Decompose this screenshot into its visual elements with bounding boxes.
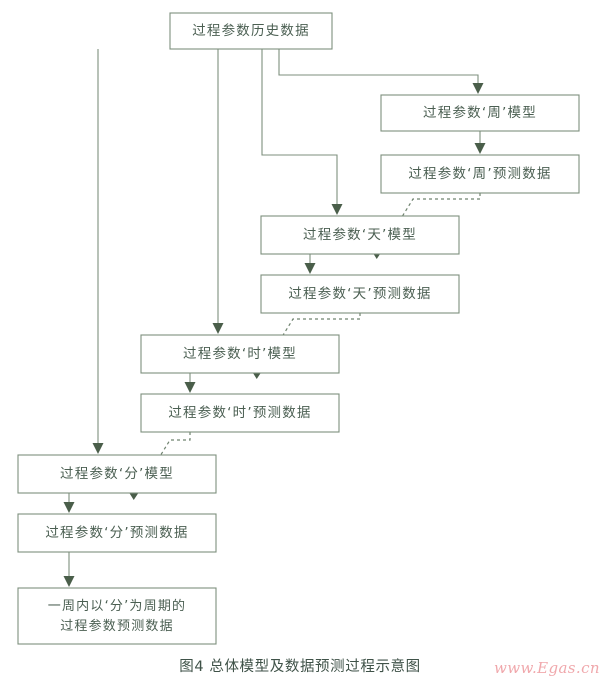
node-history-data-box[interactable] <box>169 12 333 50</box>
connector-week-prediction-to-day-model <box>383 193 481 247</box>
node-hour-prediction-box[interactable] <box>140 393 340 433</box>
node-hour-model[interactable]: 过程参数‘时’模型 <box>140 334 340 374</box>
node-week-model-box[interactable] <box>380 94 580 132</box>
node-minute-prediction[interactable]: 过程参数‘分’预测数据 <box>17 513 217 553</box>
node-day-prediction[interactable]: 过程参数‘天’预测数据 <box>260 274 460 314</box>
site-watermark: www.Egas.cn <box>494 659 600 677</box>
node-hour-prediction-label: 过程参数‘时’预测数据 <box>168 404 311 421</box>
connector-day-prediction-to-hour-model <box>263 313 361 367</box>
arrow-into-minute-model-icon <box>92 443 104 454</box>
node-week-model-label: 过程参数‘周’模型 <box>423 104 537 121</box>
arrow-into-hour-model-icon <box>212 323 224 334</box>
node-final-output-box[interactable] <box>17 587 217 645</box>
connector-history-to-day-model <box>261 49 338 211</box>
arrow-into-week-prediction-icon <box>474 143 486 154</box>
arrow-into-week-model-icon <box>472 83 484 94</box>
arrow-into-day-prediction-icon <box>304 263 316 274</box>
node-history-data[interactable]: 过程参数历史数据 <box>169 12 333 50</box>
arrow-into-final-output-icon <box>63 576 75 587</box>
node-history-data-label: 过程参数历史数据 <box>192 22 310 39</box>
node-hour-prediction[interactable]: 过程参数‘时’预测数据 <box>140 393 340 433</box>
node-hour-model-box[interactable] <box>140 334 340 374</box>
node-week-prediction-label: 过程参数‘周’预测数据 <box>408 165 551 182</box>
node-week-prediction[interactable]: 过程参数‘周’预测数据 <box>380 154 580 194</box>
arrow-into-minute-prediction-icon <box>63 502 75 513</box>
node-minute-prediction-box[interactable] <box>17 513 217 553</box>
arrowhead-layer <box>63 83 486 587</box>
node-week-model[interactable]: 过程参数‘周’模型 <box>380 94 580 132</box>
figure-caption: 图4 总体模型及数据预测过程示意图 <box>179 659 421 675</box>
node-minute-model-label: 过程参数‘分’模型 <box>60 465 174 482</box>
node-day-model[interactable]: 过程参数‘天’模型 <box>260 215 460 255</box>
node-minute-prediction-label: 过程参数‘分’预测数据 <box>45 524 188 541</box>
node-layer: 过程参数历史数据 过程参数‘周’模型 过程参数‘周’预测数据 过程参数‘天’模型… <box>17 12 580 645</box>
node-minute-model-box[interactable] <box>17 454 217 494</box>
node-day-model-box[interactable] <box>260 215 460 255</box>
arrow-into-hour-prediction-icon <box>184 382 196 393</box>
node-final-output-label: 一周内以‘分’为周期的过程参数预测数据 <box>48 598 186 634</box>
node-day-prediction-box[interactable] <box>260 274 460 314</box>
arrow-into-day-model-icon <box>331 204 343 215</box>
node-minute-model[interactable]: 过程参数‘分’模型 <box>17 454 217 494</box>
node-day-model-label: 过程参数‘天’模型 <box>303 226 417 243</box>
node-final-output[interactable]: 一周内以‘分’为周期的过程参数预测数据 <box>17 587 217 645</box>
node-day-prediction-label: 过程参数‘天’预测数据 <box>288 285 431 302</box>
node-hour-model-label: 过程参数‘时’模型 <box>183 345 297 362</box>
node-week-prediction-box[interactable] <box>380 154 580 194</box>
connector-history-to-week-model <box>278 49 479 90</box>
